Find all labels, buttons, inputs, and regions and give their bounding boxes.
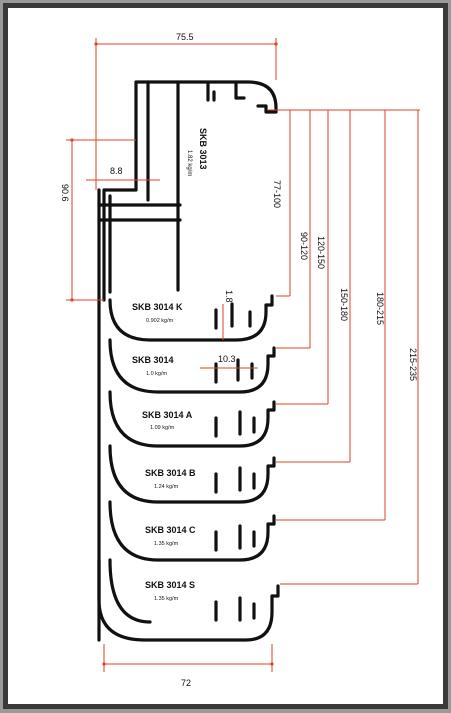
profile-name-a: SKB 3014 A (142, 410, 193, 420)
profile-k-curve (108, 294, 274, 342)
dim-bottom-width: 72 (181, 678, 191, 688)
dim-lip-width: 10.3 (218, 354, 236, 364)
profile-weight-c: 1.35 kg/m (154, 541, 179, 547)
profile-c-curve (108, 500, 276, 562)
profile-name-s: SKB 3014 S (145, 580, 195, 590)
profile-outlines (97, 80, 280, 642)
profile-labels: SKB 3014 K 0.902 kg/m SKB 3014 1.0 kg/m … (132, 302, 196, 602)
range-77-100: 77-100 (272, 180, 282, 208)
left-wall-cross (97, 203, 182, 222)
product-weight: 1.82 kg/m (186, 150, 192, 176)
range-150-180: 150-180 (339, 288, 349, 321)
profile-weight-3014: 1.0 kg/m (146, 371, 168, 377)
profile-weight-k: 0.902 kg/m (146, 318, 174, 324)
skb3013-outline (102, 80, 278, 302)
range-120-150: 120-150 (316, 236, 326, 269)
profile-weight-a: 1.09 kg/m (150, 425, 175, 431)
drawing-sheet (8, 8, 443, 704)
dimension-lines (66, 38, 420, 672)
dimension-ticks (70, 42, 278, 666)
product-title: SKB 3013 (198, 128, 208, 170)
profile-weight-s: 1.35 kg/m (154, 596, 179, 602)
range-180-215: 180-215 (375, 292, 385, 325)
profile-name-3014: SKB 3014 (132, 355, 174, 365)
profile-b-teeth (214, 466, 256, 494)
dim-top-width: 75.5 (176, 32, 194, 42)
profile-3014-teeth (214, 358, 254, 384)
profile-name-c: SKB 3014 C (145, 525, 196, 535)
dim-left-height: 90.6 (60, 184, 70, 202)
profile-s-curve-inner (108, 558, 152, 624)
range-215-235: 215-235 (408, 348, 418, 381)
range-90-120: 90-120 (299, 232, 309, 260)
dim-lip-thickness: 1.8 (224, 290, 234, 303)
profile-3014-curve (108, 338, 276, 394)
profile-a-teeth (214, 410, 256, 438)
profile-s-teeth (214, 596, 256, 622)
profile-k-teeth (214, 302, 252, 330)
profile-name-b: SKB 3014 B (145, 468, 196, 478)
profile-s-curve (97, 558, 280, 642)
dim-wall-width: 8.8 (110, 166, 123, 176)
profile-name-k: SKB 3014 K (132, 302, 183, 312)
top-clip-teeth (206, 82, 246, 102)
profile-weight-b: 1.24 kg/m (154, 484, 179, 490)
profile-a-curve (108, 390, 276, 448)
profile-c-teeth (214, 524, 256, 552)
profile-b-curve (108, 444, 276, 504)
